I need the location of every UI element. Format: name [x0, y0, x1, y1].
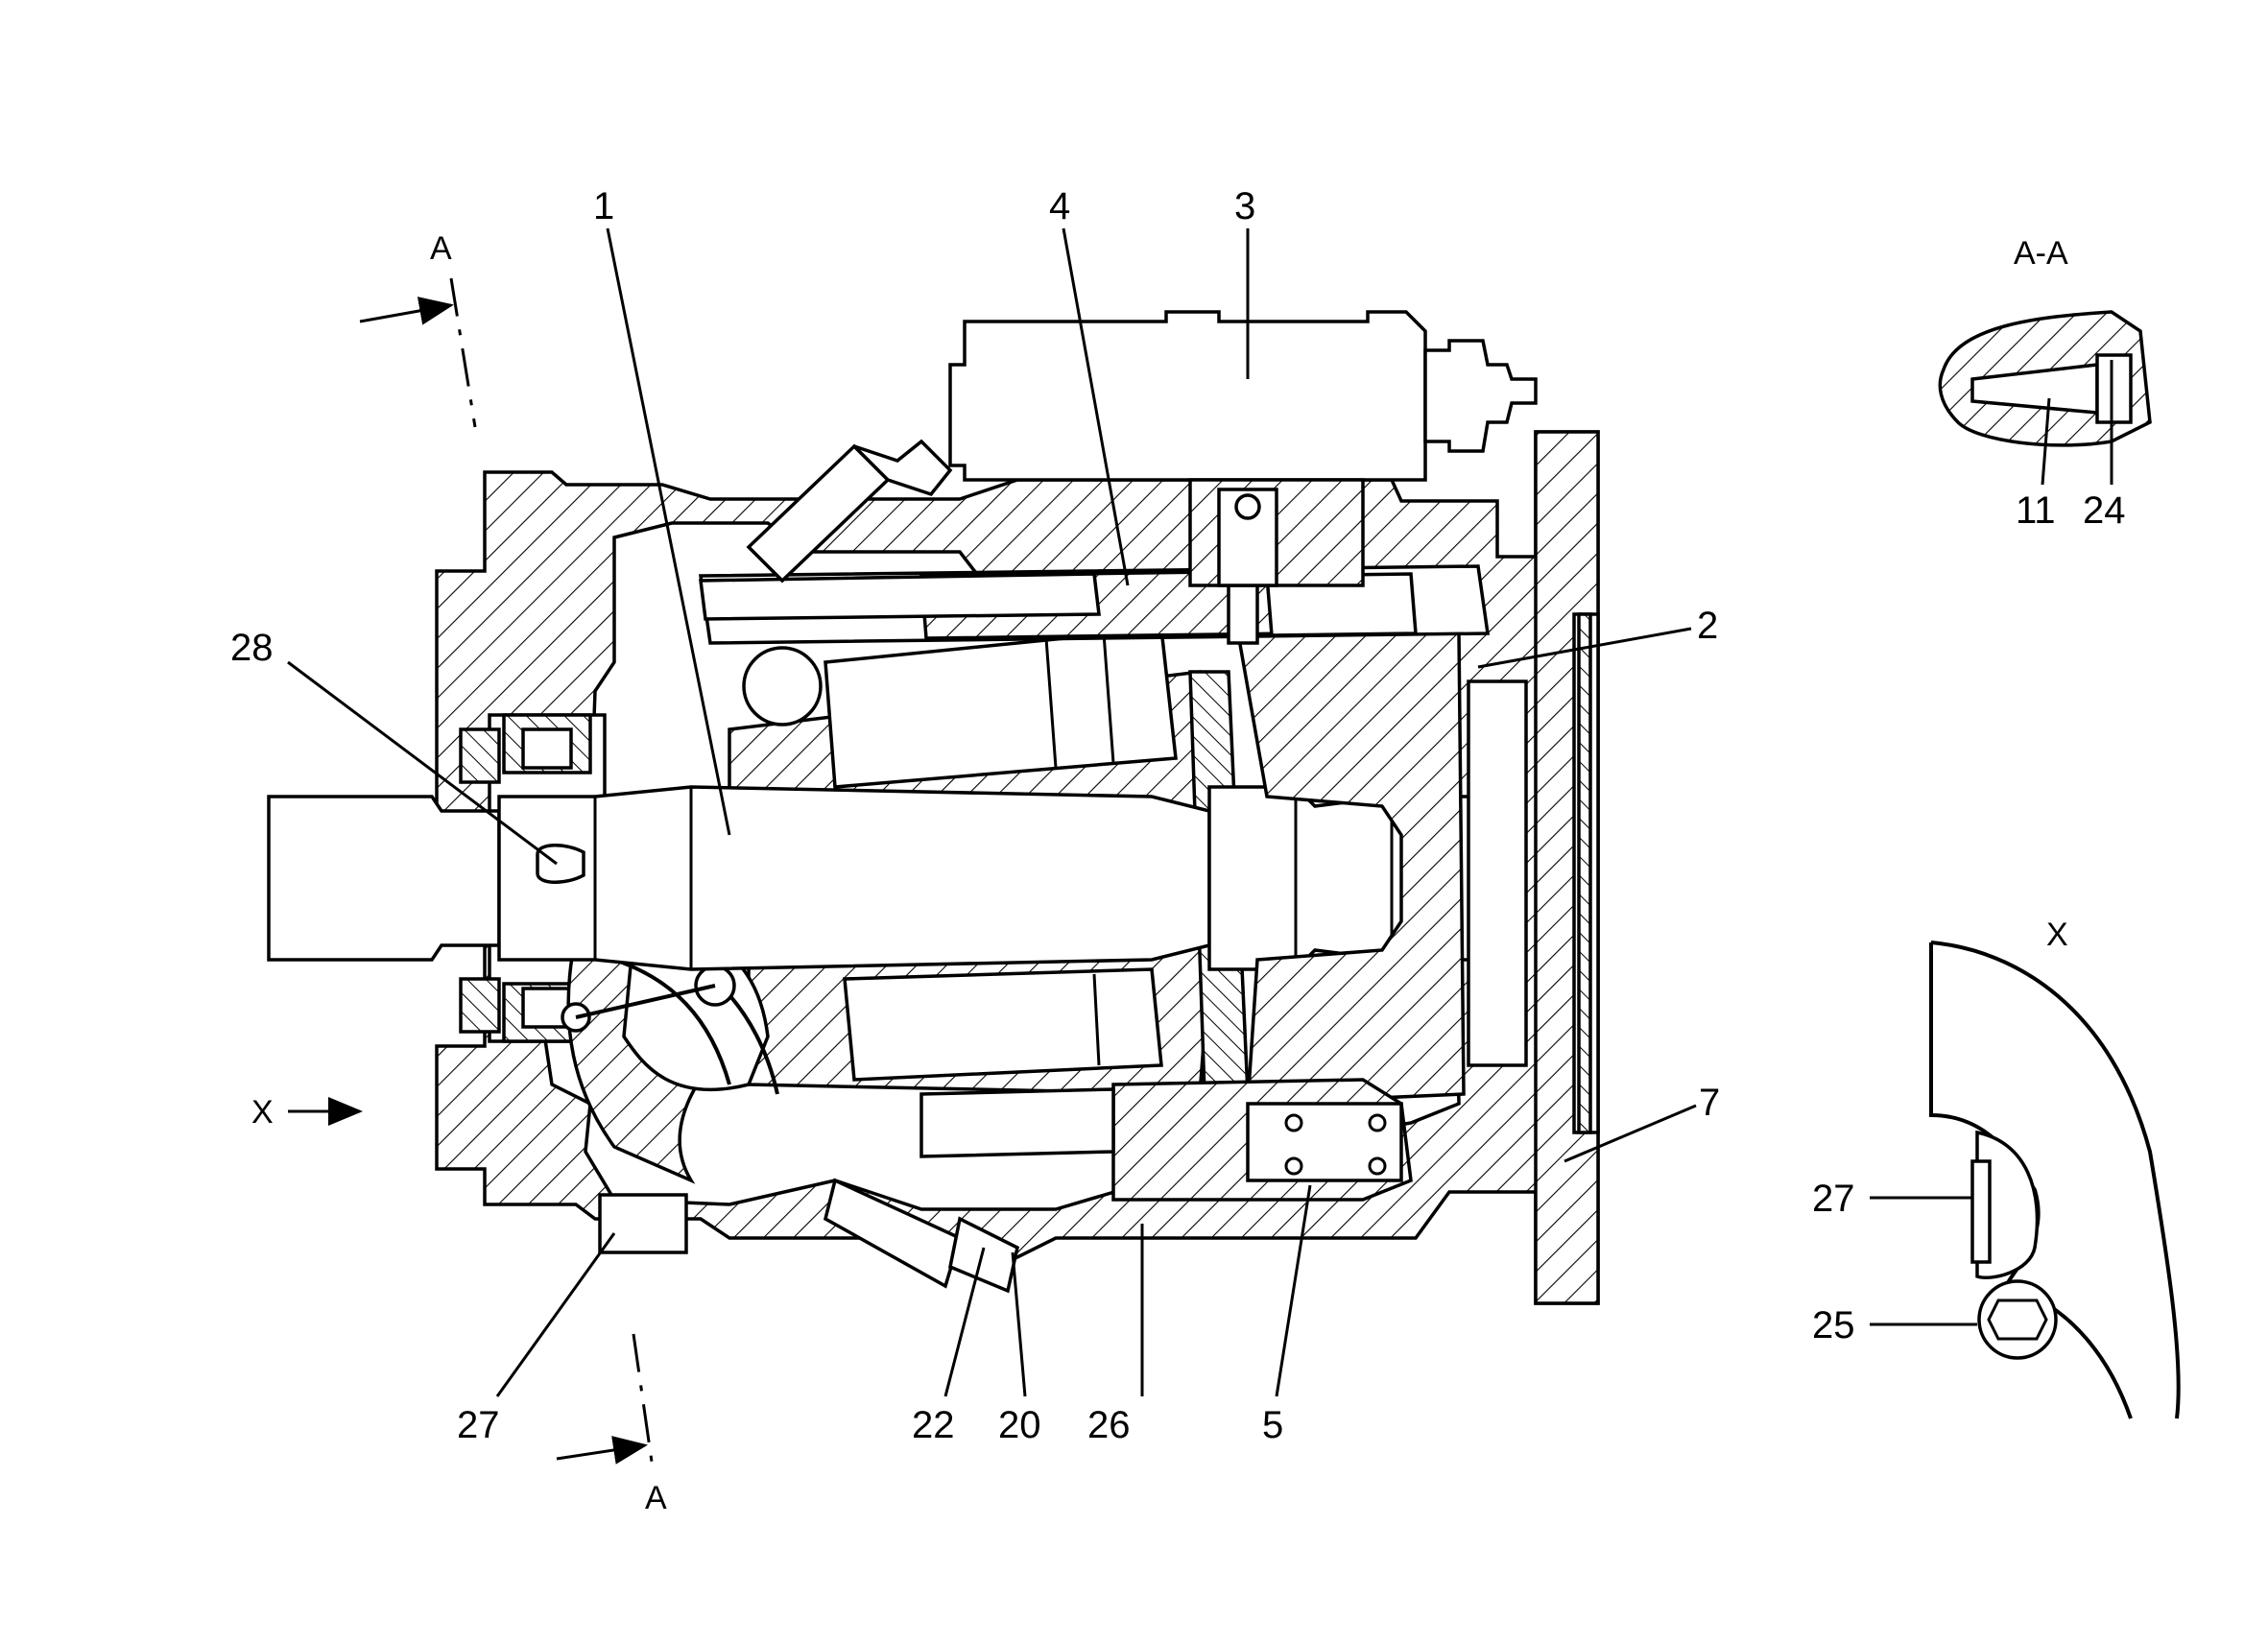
callout-labels: 1 4 3 2 28 7 27 22 20 26 5 11 24 27 25	[230, 185, 2126, 1446]
section-cut-line	[288, 277, 655, 1469]
callout-5: 5	[1262, 1404, 1283, 1446]
callout-26: 26	[1087, 1404, 1131, 1446]
solenoid-valve	[948, 310, 1538, 587]
view-x-detail	[1929, 941, 2181, 1419]
callout-3: 3	[1234, 185, 1255, 227]
section-a-top: A	[430, 230, 452, 267]
callout-24: 24	[2083, 489, 2126, 532]
leader-lines	[287, 227, 2113, 1397]
callout-2: 2	[1697, 605, 1718, 647]
callout-25: 25	[1812, 1304, 1855, 1346]
view-x-title: X	[2046, 917, 2068, 953]
section-a-bottom: A	[645, 1480, 667, 1516]
section-aa-title: A-A	[2014, 235, 2068, 272]
lower-adjusting-screw	[823, 1178, 1020, 1294]
callout-22: 22	[912, 1404, 955, 1446]
callout-1: 1	[593, 185, 614, 227]
callout-27-main: 27	[457, 1404, 500, 1446]
compensator-valve	[919, 1078, 1413, 1202]
swash-plate	[561, 912, 779, 1184]
port-plate	[1235, 612, 1592, 1134]
drive-shaft	[267, 785, 1518, 971]
callout-7: 7	[1699, 1082, 1720, 1124]
upper-adjusting-screw	[746, 439, 953, 584]
drain-plug	[598, 1193, 688, 1254]
callout-28: 28	[230, 627, 274, 669]
view-x-arrow-label: X	[251, 1094, 274, 1131]
section-marks: A A X A-A X	[251, 230, 2068, 1516]
callout-11: 11	[2016, 489, 2056, 532]
callout-20: 20	[998, 1404, 1041, 1446]
section-aa-detail	[1938, 310, 2152, 447]
callout-4: 4	[1049, 185, 1070, 227]
callout-27-view-x: 27	[1812, 1178, 1855, 1220]
